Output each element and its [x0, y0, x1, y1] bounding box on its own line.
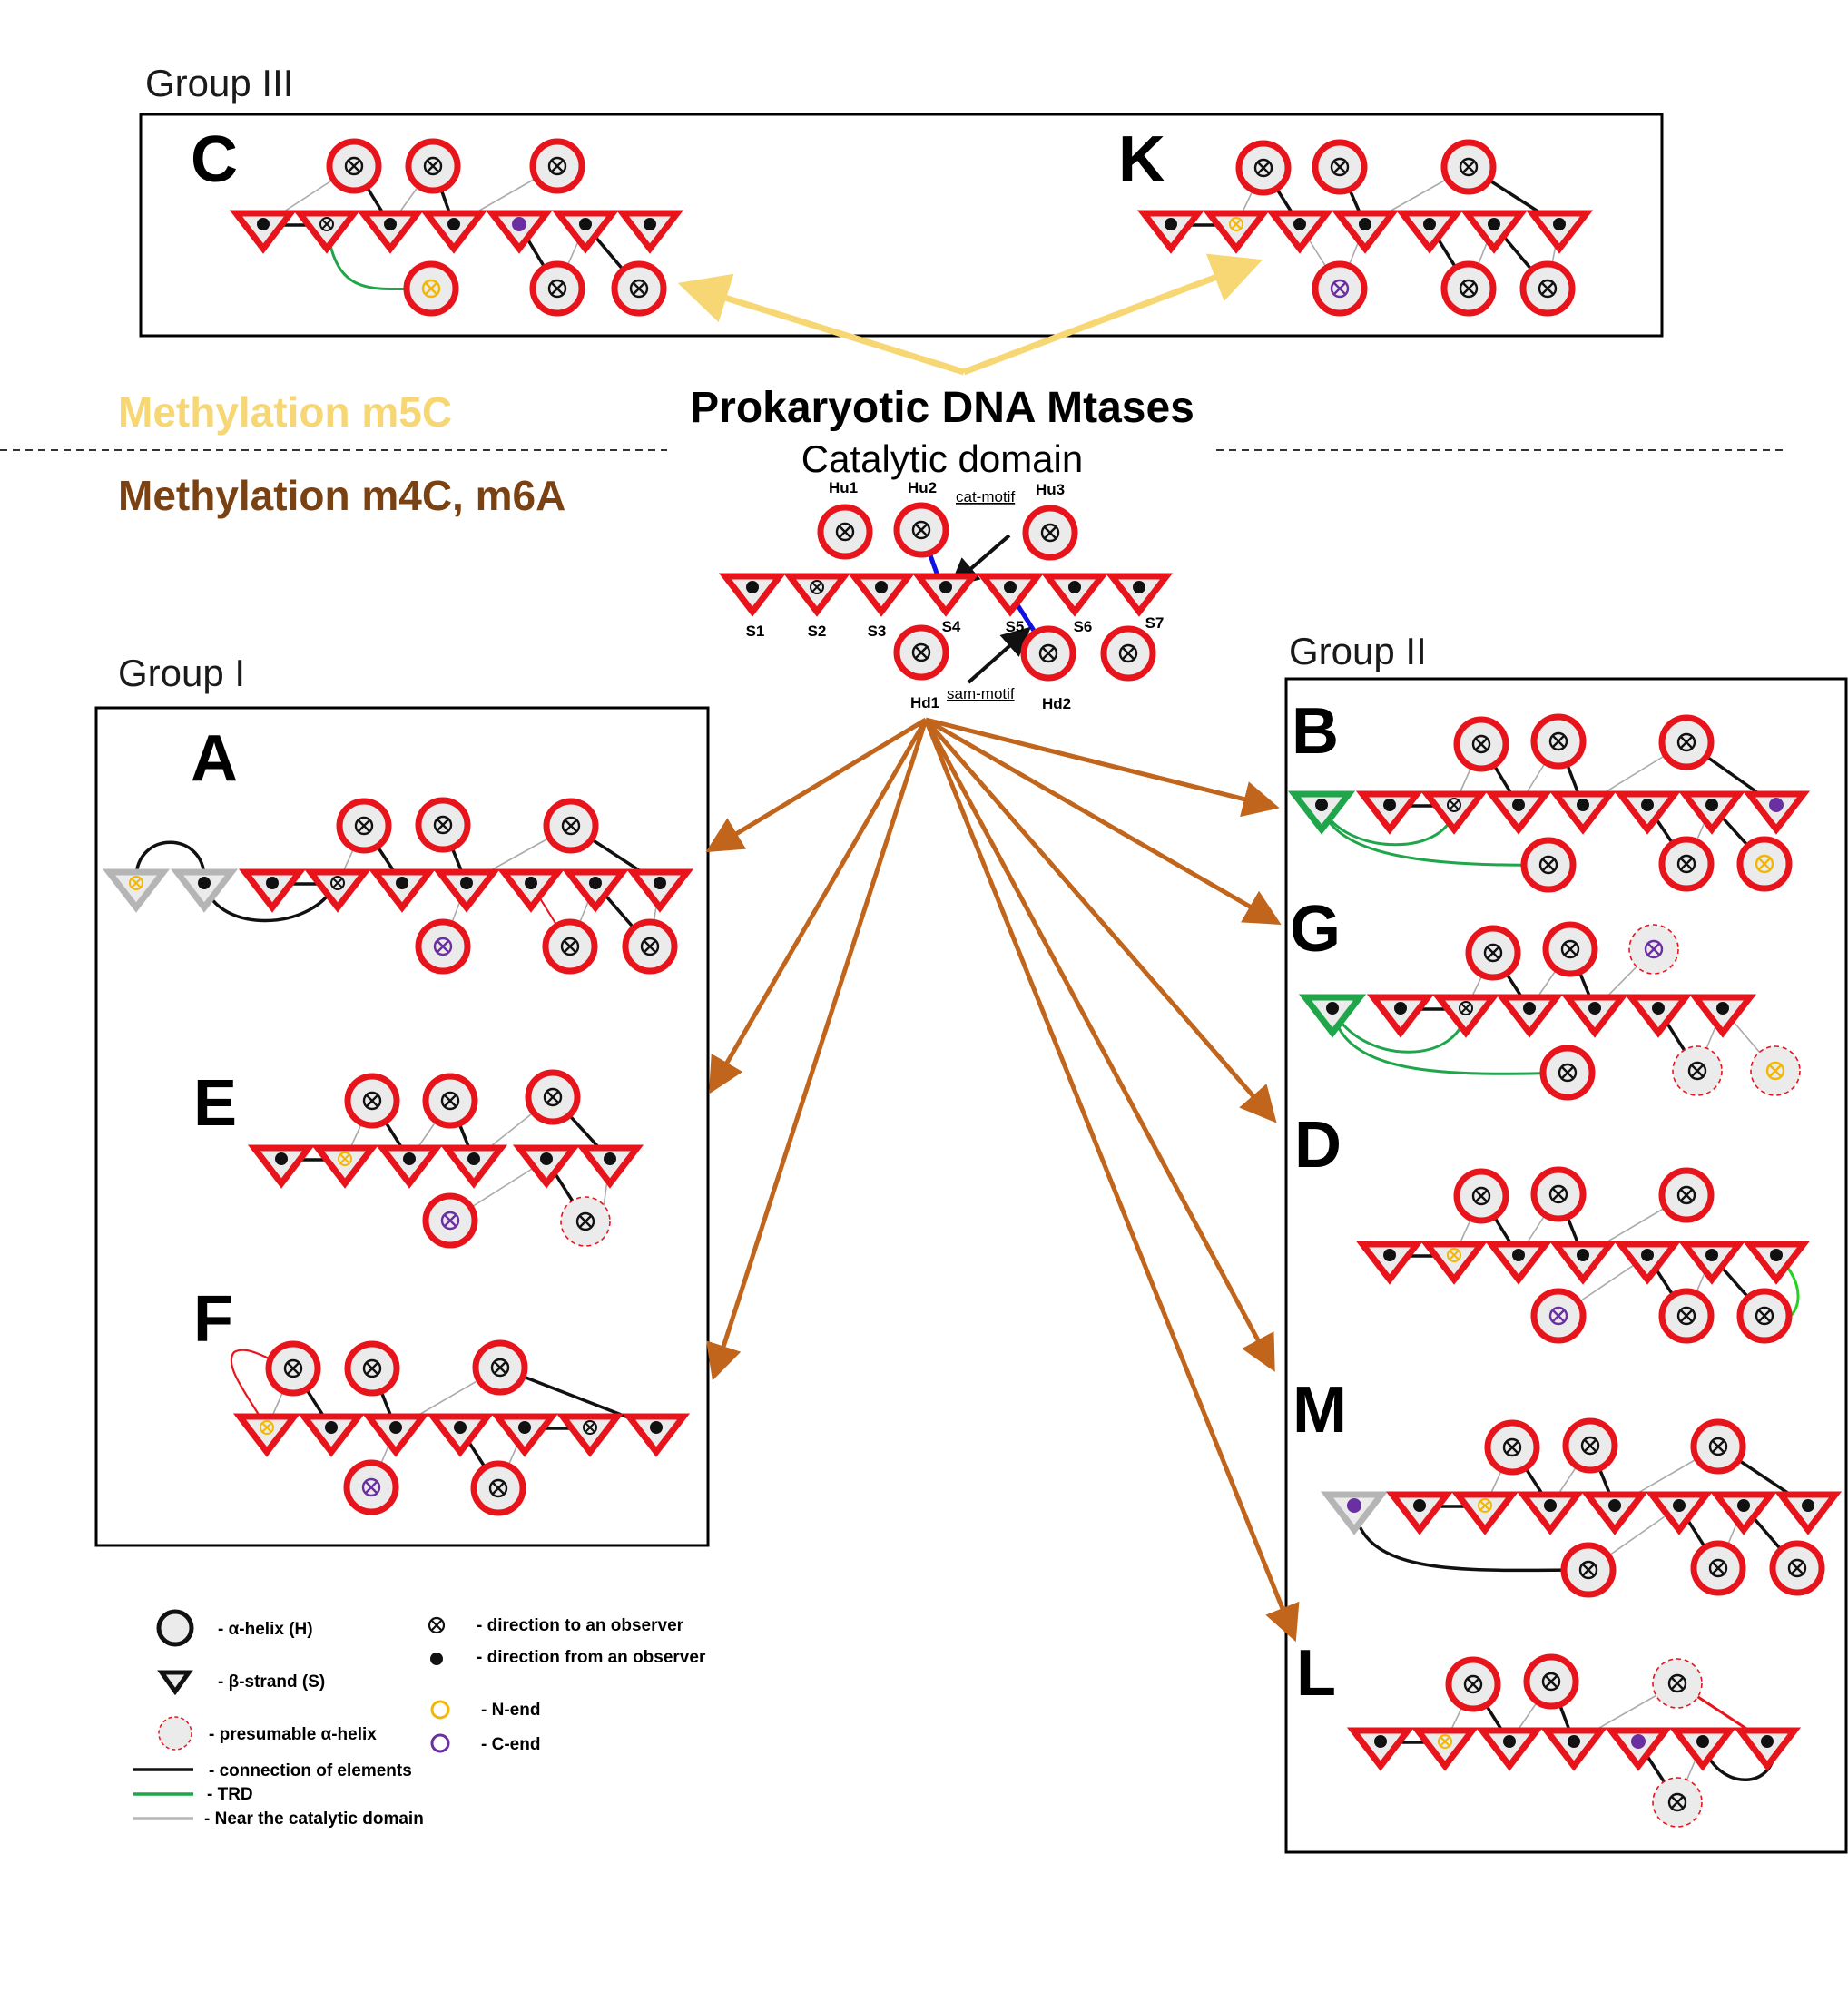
label-s7: S7 [1145, 614, 1165, 632]
legend-presumable-label: - presumable α-helix [209, 1725, 377, 1744]
m5c-class-label: Methylation m5C [118, 388, 452, 436]
group-ii-box [1284, 677, 1848, 1854]
legend-c-end-label: - C-end [481, 1735, 540, 1754]
topology-f [230, 1343, 683, 1513]
letter-l: L [1296, 1637, 1336, 1710]
label-hd2: Hd2 [1042, 695, 1071, 712]
letter-d: D [1294, 1109, 1342, 1182]
label-s5: S5 [1006, 618, 1025, 635]
topology-e [254, 1073, 637, 1246]
topology-m [1327, 1421, 1835, 1594]
letter-b: B [1292, 695, 1339, 768]
label-hu3: Hu3 [1036, 481, 1065, 498]
core-catalytic-domain [725, 505, 1166, 684]
diagram-title: Prokaryotic DNA Mtases [690, 384, 1194, 432]
group-iii-box [139, 113, 1664, 338]
group-iii-title: Group III [145, 62, 293, 104]
letter-a: A [191, 722, 238, 795]
topology-d [1362, 1170, 1804, 1340]
topology-c [236, 142, 677, 313]
label-s6: S6 [1074, 618, 1093, 635]
legend-n-end-icon [430, 1700, 450, 1720]
label-hu2: Hu2 [908, 479, 937, 496]
topology-l [1353, 1657, 1794, 1829]
legend-near-label: - Near the catalytic domain [204, 1810, 424, 1829]
legend-helix-icon [156, 1609, 194, 1647]
legend-away-label: - direction from an observer [477, 1648, 706, 1667]
label-s1: S1 [746, 623, 765, 640]
topology-k [1144, 142, 1587, 313]
label-hu1: Hu1 [829, 479, 858, 496]
legend [133, 1609, 450, 1820]
label-s4: S4 [942, 618, 961, 635]
label-s3: S3 [868, 623, 887, 640]
label-s2: S2 [808, 623, 827, 640]
topology-b [1294, 717, 1804, 889]
legend-presumable-icon [158, 1716, 192, 1751]
legend-helix-label: - α-helix (H) [218, 1620, 313, 1639]
label-sam-motif: sam-motif [947, 685, 1015, 702]
legend-connection-label: - connection of elements [209, 1761, 412, 1780]
diagram-subtitle: Catalytic domain [801, 437, 1083, 480]
letter-k: K [1118, 123, 1165, 196]
letter-c: C [191, 123, 238, 196]
group-i-box [94, 706, 710, 1547]
legend-toward-label: - direction to an observer [477, 1616, 684, 1635]
m4c-arrows [705, 717, 1300, 1643]
legend-c-end-icon [430, 1733, 450, 1753]
letter-g: G [1290, 893, 1341, 966]
legend-strand-label: - β-strand (S) [218, 1672, 325, 1692]
legend-n-end-label: - N-end [481, 1701, 540, 1720]
letter-m: M [1293, 1374, 1347, 1447]
legend-toward-icon [428, 1616, 446, 1634]
m5c-arrows [677, 253, 1263, 376]
label-cat-motif: cat-motif [956, 488, 1015, 505]
letter-e: E [193, 1067, 237, 1140]
m4c-class-label: Methylation m4C, m6A [118, 472, 565, 519]
topology-a [109, 800, 687, 971]
legend-trd-label: - TRD [207, 1785, 253, 1804]
legend-strand-icon [157, 1670, 193, 1696]
topology-g [1305, 925, 1802, 1097]
group-ii-title: Group II [1289, 630, 1427, 672]
legend-away-icon [430, 1653, 443, 1665]
label-hd1: Hd1 [910, 694, 939, 711]
group-i-title: Group I [118, 652, 245, 694]
letter-f: F [193, 1283, 233, 1356]
